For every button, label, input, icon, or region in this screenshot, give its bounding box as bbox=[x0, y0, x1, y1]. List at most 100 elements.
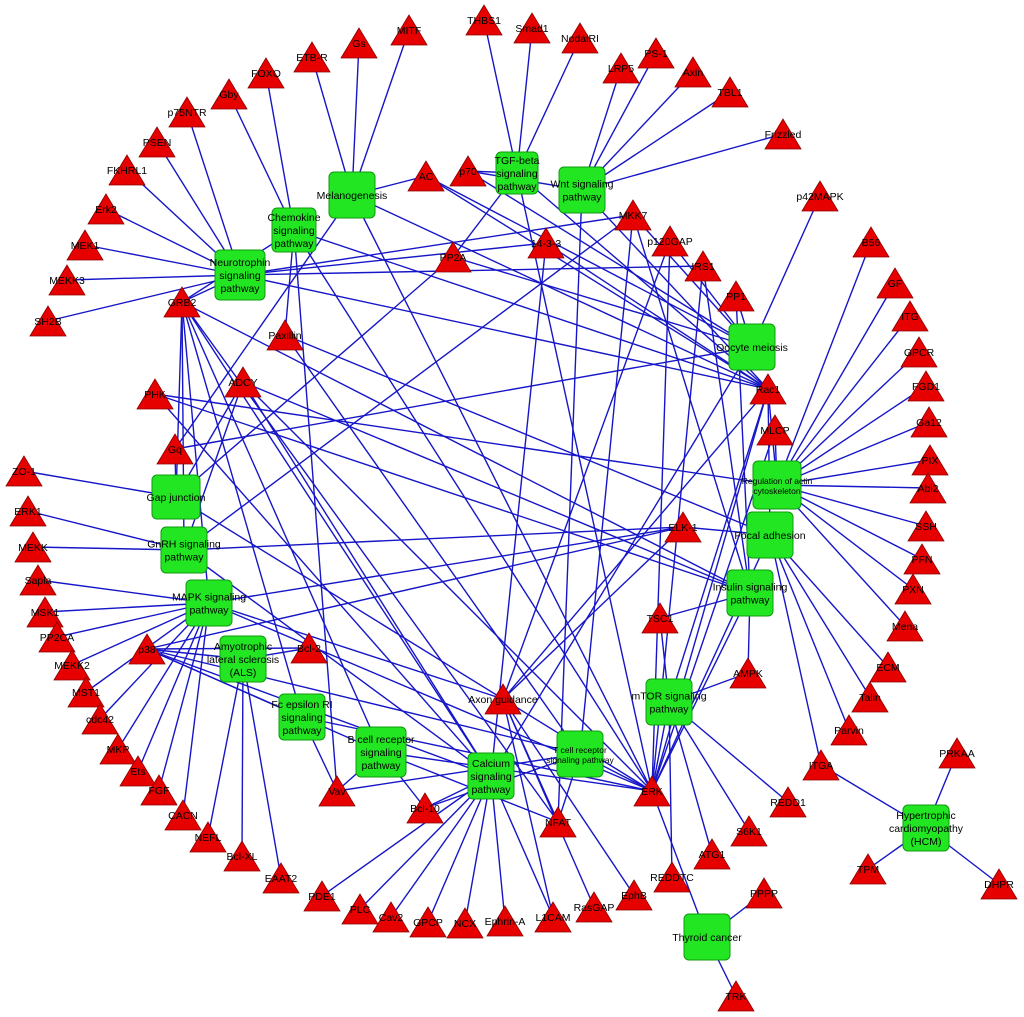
gene-triangle bbox=[409, 906, 447, 938]
gene-node: p75NTR bbox=[167, 96, 207, 128]
gene-triangle bbox=[119, 755, 157, 787]
gene-triangle bbox=[717, 280, 755, 312]
gene-label: Frizzled bbox=[765, 129, 802, 141]
gene-triangle bbox=[168, 96, 206, 128]
edge-calcium-GPCP bbox=[427, 775, 492, 923]
gene-node: MKP bbox=[99, 733, 137, 765]
gene-triangle bbox=[615, 879, 653, 911]
gene-node: ECM bbox=[869, 651, 907, 683]
gene-node: AC bbox=[407, 160, 445, 192]
gene-label: PP1 bbox=[726, 291, 746, 303]
gene-triangle bbox=[81, 703, 119, 735]
edge-GRB2-Calcium bbox=[181, 301, 492, 777]
edge-insulin-IRS1 bbox=[702, 265, 751, 594]
edge-actin-GF bbox=[776, 282, 896, 486]
gene-node: ITGA bbox=[802, 749, 840, 781]
pathway-box bbox=[556, 730, 604, 778]
gene-label: ATG1 bbox=[699, 849, 726, 861]
gene-label: DHPR bbox=[984, 879, 1014, 891]
edge-neurotrophin-SH2B bbox=[47, 274, 241, 322]
gene-node: ATG1 bbox=[693, 838, 731, 870]
gene-triangle bbox=[465, 4, 503, 36]
pathway-label: pathway bbox=[189, 605, 229, 617]
gene-node: GPCR bbox=[900, 336, 938, 368]
gene-label: AC bbox=[419, 171, 434, 183]
gene-triangle bbox=[303, 880, 341, 912]
edge-mapk-ELK-1 bbox=[208, 526, 684, 604]
gene-node: Paxillin bbox=[266, 319, 304, 351]
gene-label: GPCR bbox=[904, 347, 935, 359]
pathway-label: Regulation of actin bbox=[742, 476, 813, 486]
gene-triangle bbox=[293, 41, 331, 73]
edge-neurotrophin-MEK1 bbox=[84, 244, 241, 276]
gene-node: MEK1 bbox=[66, 229, 104, 261]
gene-triangle bbox=[907, 510, 945, 542]
gene-node: AMPK bbox=[729, 657, 767, 689]
edge-thyroid-ERK bbox=[651, 790, 708, 938]
gene-label: RasGAP bbox=[574, 902, 615, 914]
gene-triangle bbox=[801, 180, 839, 212]
gene-triangle bbox=[164, 799, 202, 831]
edge-calcium-NCX bbox=[464, 775, 492, 924]
gene-label: PLC bbox=[350, 904, 371, 916]
gene-node: Bcl-2 bbox=[290, 632, 328, 664]
gene-triangle bbox=[210, 78, 248, 110]
gene-triangle bbox=[903, 543, 941, 575]
gene-triangle bbox=[764, 118, 802, 150]
pathway-label: Insulin signaling bbox=[713, 582, 788, 594]
edge-focal-ITGA bbox=[769, 534, 822, 766]
gene-node: MEKK3 bbox=[48, 264, 86, 296]
pathway-label: pathway bbox=[649, 704, 689, 716]
gene-triangle bbox=[513, 12, 551, 44]
gene-triangle bbox=[802, 749, 840, 781]
edge-chemokine-FOXO bbox=[265, 72, 295, 231]
edge-als-Bcl-XL bbox=[241, 658, 244, 857]
pathway-label: signaling bbox=[496, 168, 538, 180]
edge-tgfbeta-ERK bbox=[516, 172, 653, 792]
gene-node: PDE1 bbox=[303, 880, 341, 912]
edge-insulin-GRB2 bbox=[181, 301, 751, 594]
gene-triangle bbox=[223, 840, 261, 872]
gene-label: p120GAP bbox=[647, 236, 693, 248]
edge-calcium-PHK bbox=[154, 393, 492, 777]
gene-node: MKK7 bbox=[614, 199, 652, 231]
gene-triangle bbox=[938, 737, 976, 769]
gene-node: Gq bbox=[156, 433, 194, 465]
gene-node: Abi2 bbox=[909, 472, 947, 504]
gene-node: ELK-1 bbox=[664, 511, 702, 543]
gene-node: Smad1 bbox=[513, 12, 551, 44]
gene-triangle bbox=[189, 821, 227, 853]
gene-label: Gs bbox=[352, 38, 365, 50]
gene-triangle bbox=[907, 370, 945, 402]
gene-triangle bbox=[641, 602, 679, 634]
pathway-label: (ALS) bbox=[230, 667, 257, 679]
gene-triangle bbox=[446, 907, 484, 939]
edge-mapk-Ets bbox=[137, 602, 210, 772]
gene-node: PSEN bbox=[138, 126, 176, 158]
gene-node: PP1 bbox=[717, 280, 755, 312]
pathway-label: Fc epsilon RI bbox=[271, 699, 332, 711]
gene-label: ECM bbox=[876, 662, 899, 674]
gene-label: MKP bbox=[107, 744, 130, 756]
gene-label: S6K1 bbox=[736, 826, 762, 838]
pathway-label: Melanogenesis bbox=[317, 190, 388, 202]
edge-mapk-FGF bbox=[158, 602, 210, 791]
edge-tgfbeta-THBS1 bbox=[483, 19, 518, 174]
edge-mapk-MKP bbox=[117, 602, 210, 750]
edge-actin-B56 bbox=[776, 241, 872, 486]
edge-als-EAAT2 bbox=[242, 658, 282, 879]
edge-gnrh-MEKK bbox=[32, 546, 185, 551]
pathway-box bbox=[160, 526, 208, 574]
edge-melanogenesis-Gq bbox=[174, 194, 353, 450]
edge-gap-ZO-1 bbox=[23, 470, 177, 498]
gene-label: ADCY bbox=[228, 377, 257, 389]
gene-triangle bbox=[99, 733, 137, 765]
pathway-label: lateral sclerosis bbox=[207, 654, 279, 666]
gene-node: REDDTC bbox=[650, 861, 694, 893]
pathway-box bbox=[185, 579, 233, 627]
gene-triangle bbox=[138, 126, 176, 158]
gene-triangle bbox=[909, 472, 947, 504]
gene-node: REDD1 bbox=[769, 786, 807, 818]
edge-melanogenesis-Gs bbox=[351, 42, 360, 196]
